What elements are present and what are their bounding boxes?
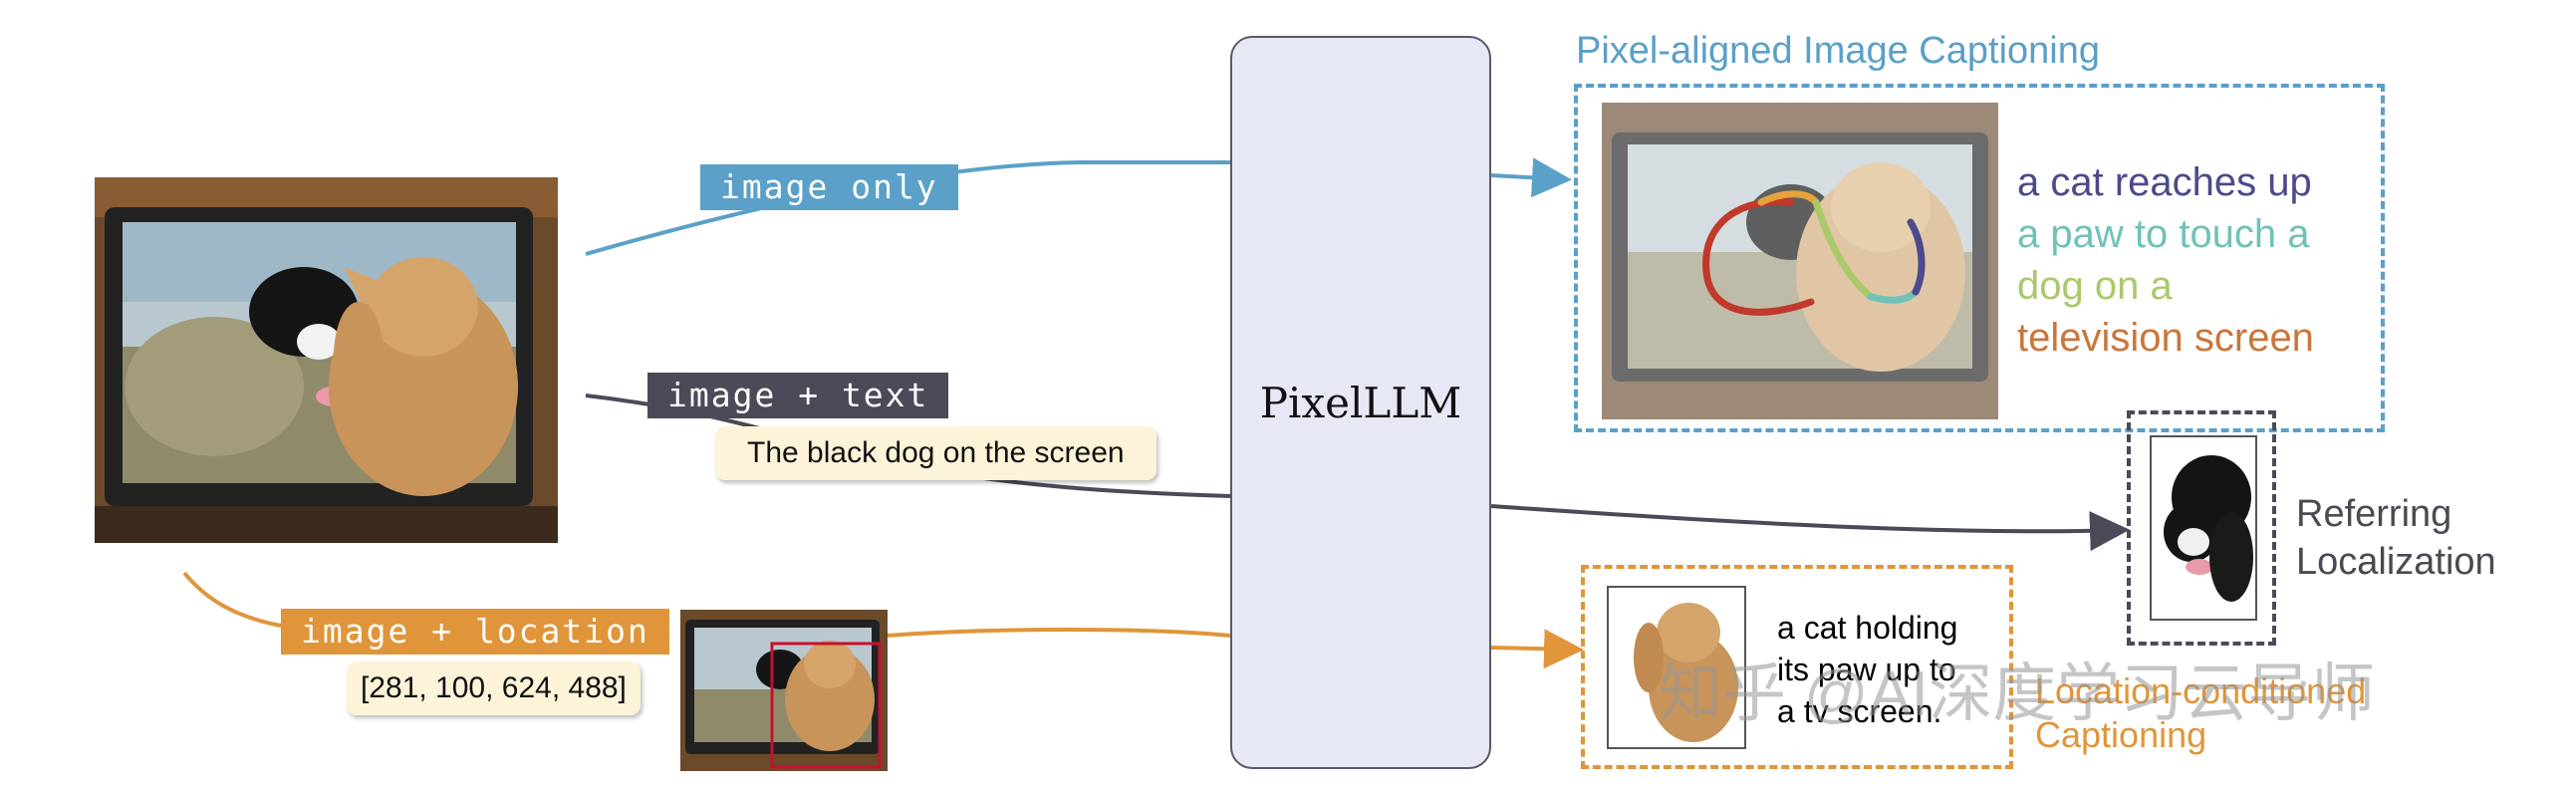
location-caption-line: its paw up to bbox=[1777, 652, 1956, 687]
input-image bbox=[95, 177, 558, 543]
location-to-model-connector bbox=[886, 628, 1231, 638]
pixel-caption: a cat reaches up a paw to touch a dog on… bbox=[2017, 156, 2314, 364]
model-to-location-caption-arrow bbox=[1490, 629, 1584, 669]
location-caption-frame bbox=[1581, 565, 2013, 769]
referring-label: Referring Localization bbox=[2296, 490, 2496, 586]
location-box-note: [281, 100, 624, 488] bbox=[347, 661, 641, 715]
caption-line: television screen bbox=[2017, 316, 2314, 360]
model-to-referring-arrow bbox=[1490, 504, 2130, 552]
model-name: PixelLLM bbox=[1259, 378, 1462, 427]
location-label: Location-conditioned Captioning bbox=[2035, 669, 2366, 757]
location-caption: a cat holding its paw up to a tv screen. bbox=[1777, 607, 1957, 732]
captioning-title: Pixel-aligned Image Captioning bbox=[1576, 30, 2100, 72]
referring-frame bbox=[2127, 410, 2276, 646]
captioning-frame bbox=[1574, 84, 2385, 432]
text-query-note: The black dog on the screen bbox=[715, 426, 1157, 480]
watermark: 知乎 @AI深度学习云导师 bbox=[1659, 658, 2376, 729]
location-label-line2: Captioning bbox=[2035, 714, 2207, 755]
captioning-image bbox=[1602, 103, 1998, 419]
referring-label-line1: Referring bbox=[2296, 493, 2452, 535]
caption-line: dog on a bbox=[2017, 264, 2173, 308]
referring-image bbox=[2150, 435, 2257, 621]
location-caption-line: a cat holding bbox=[1777, 610, 1958, 646]
location-output-image bbox=[1607, 586, 1746, 749]
caption-line: a cat reaches up bbox=[2017, 160, 2312, 204]
referring-label-line2: Localization bbox=[2296, 541, 2496, 583]
image-text-tag: image + text bbox=[647, 373, 949, 418]
location-input-image bbox=[680, 610, 888, 771]
location-caption-line: a tv screen. bbox=[1777, 693, 1942, 729]
location-label-line1: Location-conditioned bbox=[2035, 670, 2367, 711]
image-location-tag: image + location bbox=[281, 609, 669, 655]
model-box: PixelLLM bbox=[1230, 36, 1491, 769]
model-to-captioning-arrow bbox=[1490, 157, 1572, 198]
image-only-tag: image only bbox=[700, 164, 958, 210]
caption-line: a paw to touch a bbox=[2017, 212, 2310, 256]
